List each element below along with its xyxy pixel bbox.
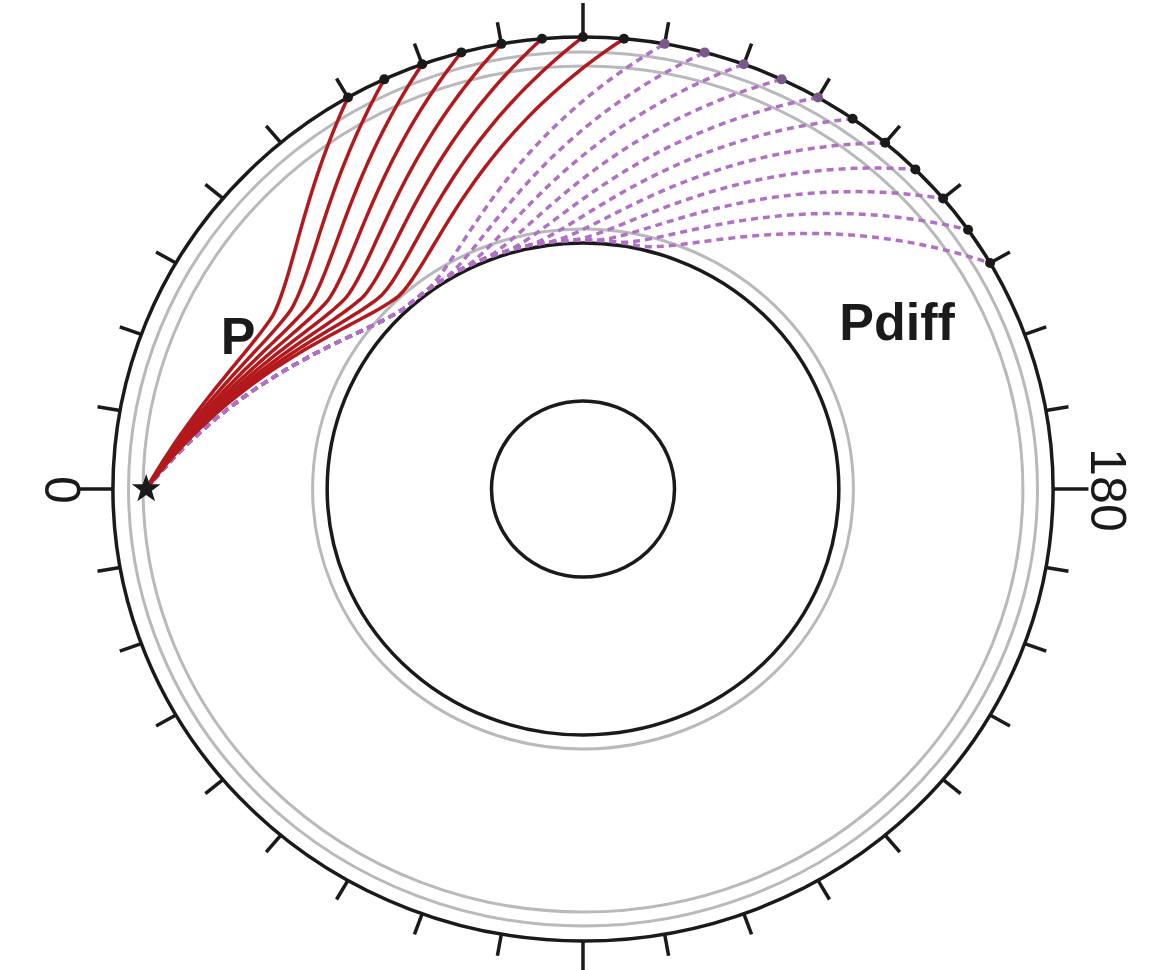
core-mantle-boundary <box>327 243 839 735</box>
tick <box>156 252 176 263</box>
phase-label: Pdiff <box>839 296 955 348</box>
pdiff-ray <box>146 213 968 489</box>
tick <box>1025 644 1047 652</box>
tick <box>266 126 281 143</box>
d-double-prime <box>313 229 854 749</box>
tick <box>266 835 281 852</box>
p-ray <box>146 44 501 489</box>
station <box>379 74 389 84</box>
station <box>417 59 427 69</box>
distance-label: 180 <box>1083 448 1133 531</box>
pdiff-ray <box>146 44 664 489</box>
tick <box>98 407 121 411</box>
inner-core <box>491 401 674 577</box>
station <box>910 164 920 174</box>
tick <box>665 934 669 956</box>
station <box>938 193 948 203</box>
pdiff-rays <box>146 44 990 489</box>
tick <box>120 327 142 335</box>
tick <box>120 644 142 652</box>
tick <box>1046 567 1069 571</box>
station <box>880 138 890 148</box>
p-ray <box>146 64 422 489</box>
station <box>456 47 466 57</box>
distance-label: 0 <box>37 476 87 504</box>
tick <box>744 914 752 935</box>
station <box>578 32 588 42</box>
p-ray <box>146 37 583 489</box>
pdiff-ray <box>146 52 704 489</box>
p-ray <box>146 39 624 489</box>
tick <box>1025 327 1047 335</box>
station <box>985 258 995 268</box>
station <box>660 39 670 49</box>
tick <box>1046 407 1069 411</box>
tick <box>885 835 900 852</box>
p-rays <box>146 37 624 489</box>
station <box>848 114 858 124</box>
source <box>132 474 161 501</box>
tick <box>337 880 348 899</box>
station <box>777 74 787 84</box>
tick <box>414 914 422 935</box>
tick <box>205 184 223 198</box>
source-star <box>132 474 161 501</box>
p-ray <box>146 52 461 489</box>
tick <box>943 780 961 794</box>
earth-cross-section <box>78 3 1089 970</box>
pdiff-ray <box>146 143 885 489</box>
pdiff-ray <box>146 98 818 489</box>
station <box>739 59 749 69</box>
tick <box>581 941 585 970</box>
station <box>619 34 629 44</box>
station <box>496 39 506 49</box>
tick <box>205 780 223 794</box>
phase-label: P <box>221 310 256 362</box>
tick <box>818 880 829 899</box>
station <box>343 93 353 103</box>
tick <box>156 715 176 726</box>
pdiff-ray <box>146 64 744 489</box>
station <box>813 93 823 103</box>
tick <box>497 934 501 956</box>
surface <box>113 37 1053 941</box>
transition-zone-boundary <box>143 66 1023 912</box>
tick <box>581 3 585 37</box>
distance-ticks <box>78 3 1089 970</box>
station <box>963 225 973 235</box>
pdiff-ray <box>146 79 781 489</box>
pdiff-ray <box>146 119 852 489</box>
upper-mantle-boundary <box>129 52 1038 926</box>
tick <box>98 567 121 571</box>
p-ray <box>146 79 384 489</box>
pdiff-ray <box>146 168 915 489</box>
stations <box>343 32 995 268</box>
station <box>700 47 710 57</box>
tick <box>990 715 1010 726</box>
station <box>537 34 547 44</box>
